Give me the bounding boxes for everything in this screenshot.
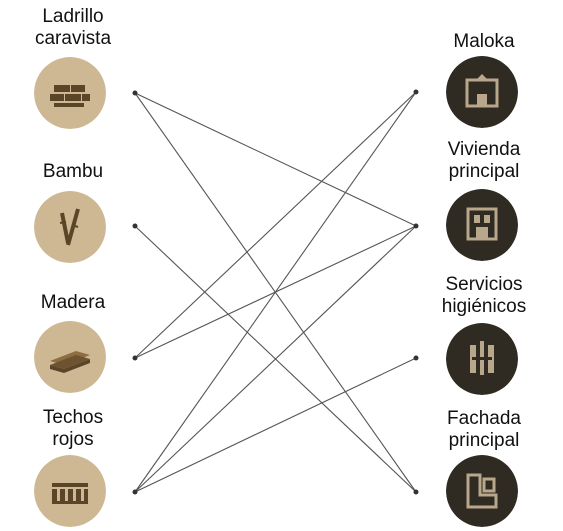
node-label: Servicios higiénicos bbox=[441, 274, 527, 317]
anchor-dot-maloka bbox=[413, 89, 419, 95]
left-node-madera: Madera bbox=[8, 292, 138, 314]
bricks-icon bbox=[34, 57, 106, 129]
node-label: Maloka bbox=[453, 31, 515, 52]
anchor-dot-servicios bbox=[413, 355, 419, 361]
edge-madera-maloka bbox=[134, 91, 417, 359]
restroom-icon bbox=[446, 323, 518, 395]
edge-techos-maloka bbox=[134, 91, 417, 493]
maloka-hut-icon-graphic bbox=[446, 56, 518, 128]
edge-techos-vivienda bbox=[134, 225, 417, 493]
bamboo-icon-graphic bbox=[34, 191, 106, 263]
node-label: Bambu bbox=[42, 161, 104, 182]
anchor-dot-vivienda bbox=[413, 223, 419, 229]
anchor-dot-ladrillo bbox=[132, 90, 138, 96]
node-label: Vivienda principal bbox=[447, 139, 521, 182]
right-node-vivienda: Vivienda principal bbox=[419, 139, 549, 183]
left-node-ladrillo: Ladrillo caravista bbox=[8, 6, 138, 50]
facade-icon-graphic bbox=[446, 455, 518, 527]
node-label: Techos rojos bbox=[42, 407, 104, 450]
roof-tiles-icon-graphic bbox=[34, 455, 106, 527]
right-node-maloka: Maloka bbox=[419, 31, 549, 53]
anchor-dot-techos bbox=[132, 489, 138, 495]
bamboo-icon bbox=[34, 191, 106, 263]
anchor-dot-fachada bbox=[413, 489, 419, 495]
edge-ladrillo-vivienda bbox=[134, 92, 417, 227]
right-node-fachada: Fachada principal bbox=[419, 408, 549, 452]
wood-planks-icon bbox=[34, 321, 106, 393]
bricks-icon-graphic bbox=[34, 57, 106, 129]
anchor-dot-madera bbox=[132, 355, 138, 361]
right-node-servicios: Servicios higiénicos bbox=[419, 274, 549, 318]
wood-planks-icon-graphic bbox=[34, 321, 106, 393]
facade-icon bbox=[446, 455, 518, 527]
restroom-icon-graphic bbox=[446, 323, 518, 395]
main-house-icon bbox=[446, 189, 518, 261]
left-node-bambu: Bambu bbox=[8, 161, 138, 183]
node-label: Madera bbox=[40, 292, 106, 313]
main-house-icon-graphic bbox=[446, 189, 518, 261]
roof-tiles-icon bbox=[34, 455, 106, 527]
left-node-techos: Techos rojos bbox=[8, 407, 138, 451]
maloka-hut-icon bbox=[446, 56, 518, 128]
node-label: Ladrillo caravista bbox=[34, 6, 112, 49]
edge-techos-servicios bbox=[134, 357, 417, 493]
anchor-dot-bambu bbox=[132, 223, 138, 229]
node-label: Fachada principal bbox=[447, 408, 521, 451]
